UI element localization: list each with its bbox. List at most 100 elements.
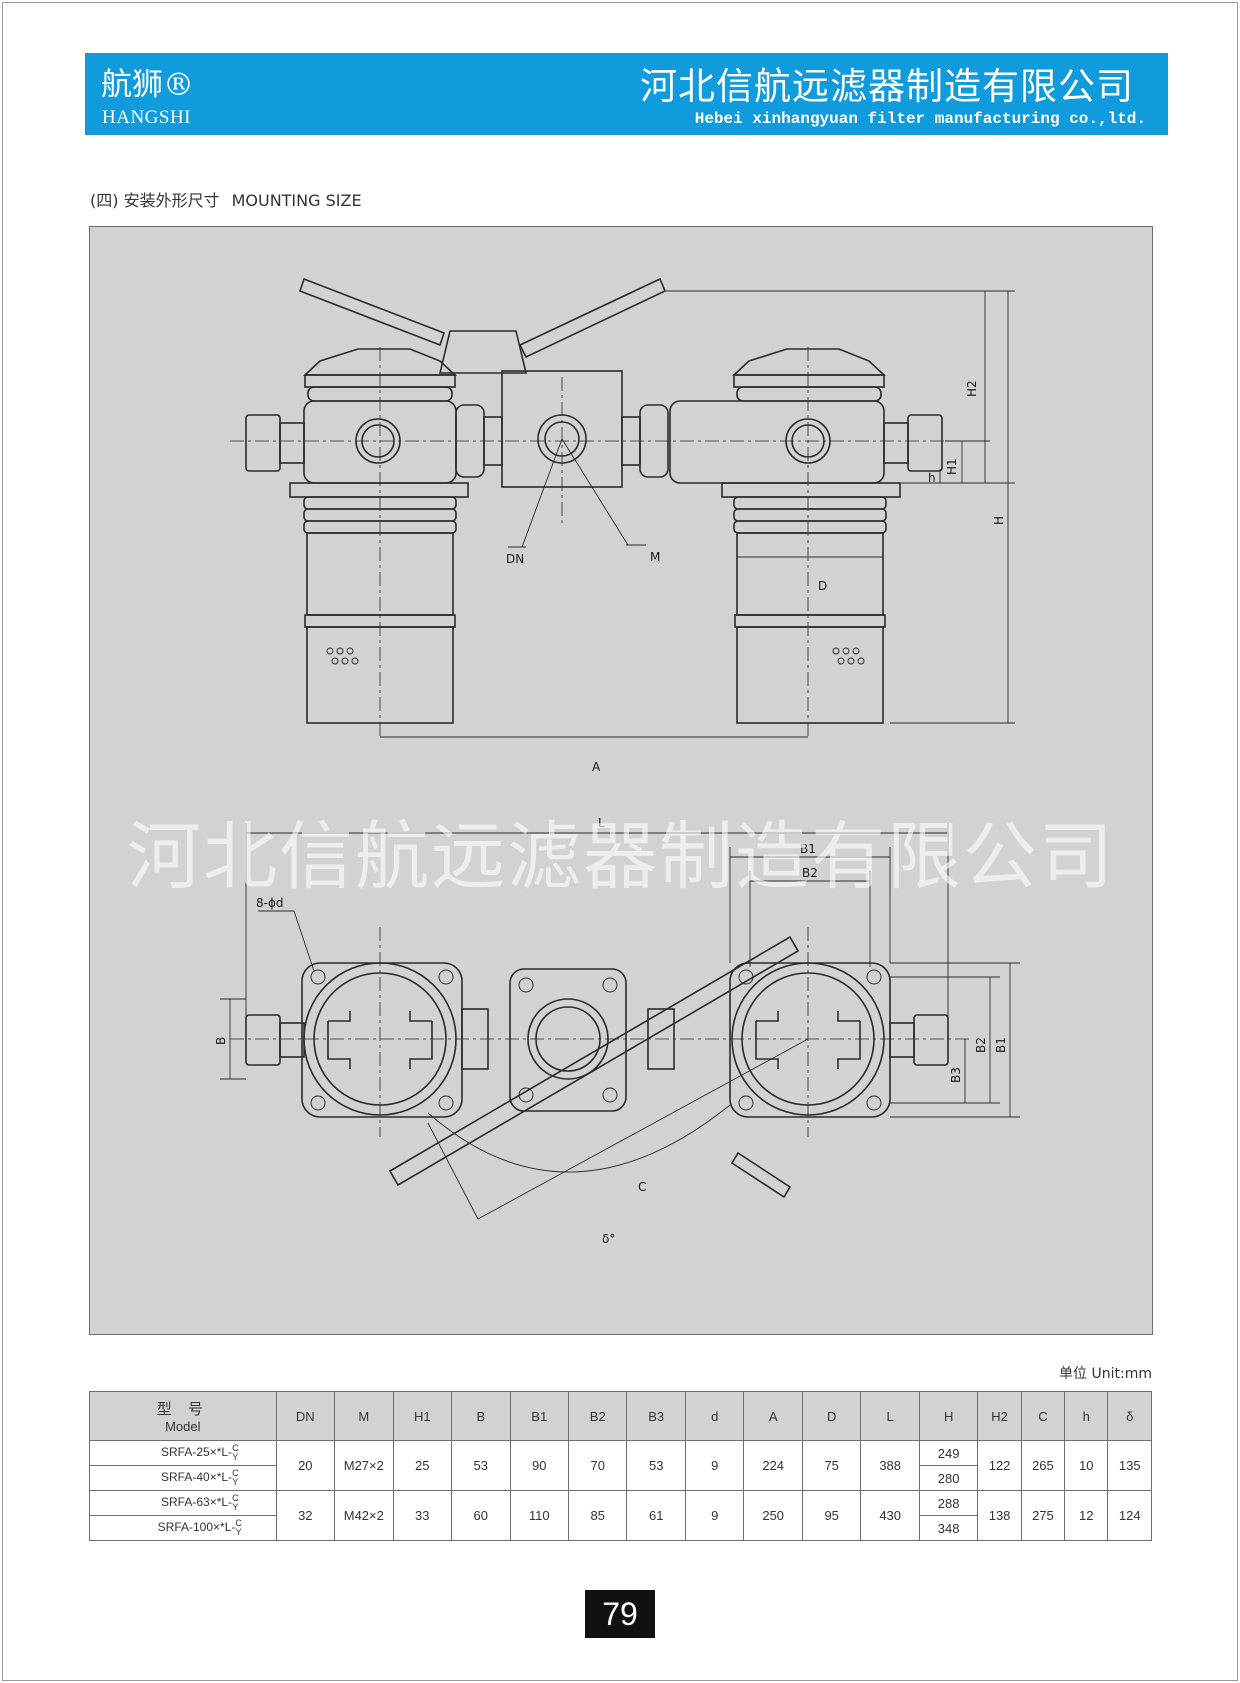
header-model-en: Model xyxy=(165,1419,201,1434)
right-top-mark-2 xyxy=(837,1011,861,1069)
header-col: M xyxy=(334,1391,394,1441)
cell-B: 60 xyxy=(451,1490,511,1541)
label-delta: δ° xyxy=(602,1232,615,1246)
header-col: H1 xyxy=(392,1391,453,1441)
left-top-outlet-nut xyxy=(245,1014,281,1066)
table-header-row: 型 号 Model DN M H1 B B1 B2 B3 d A D L H H… xyxy=(89,1391,1152,1441)
cell-L: 388 xyxy=(860,1440,920,1491)
cell-h: 12 xyxy=(1064,1490,1109,1541)
cell-DN: 32 xyxy=(275,1490,336,1541)
company-name-en: Hebei xinhangyuan filter manufacturing c… xyxy=(694,110,1146,128)
cell-D: 75 xyxy=(801,1440,862,1491)
label-A: A xyxy=(592,760,601,774)
cell-L: 430 xyxy=(860,1490,920,1541)
label-B2-top: B2 xyxy=(802,866,818,880)
right-bowl-ring-3 xyxy=(733,520,887,534)
cell-H1: 25 xyxy=(392,1440,453,1491)
drawing-svg: .ln { fill: none; stroke: #2a2a2a; strok… xyxy=(214,277,1020,1246)
right-outlet-nut xyxy=(907,414,943,472)
label-L: L xyxy=(598,816,605,830)
model-name: SRFA-25×*L- xyxy=(161,1445,233,1460)
cell-H: 249 xyxy=(918,1440,979,1466)
front-dimensions xyxy=(380,290,1015,738)
cell-B1: 110 xyxy=(509,1490,570,1541)
right-outlet-pipe xyxy=(883,422,909,464)
cell-A: 224 xyxy=(743,1440,803,1491)
brand-logo: 航狮® xyxy=(101,67,194,103)
front-view: H2 H H1 h DN M D A xyxy=(230,277,1015,774)
header-col: B xyxy=(451,1391,511,1441)
right-bowl-ring-2 xyxy=(733,508,887,522)
label-B3: B3 xyxy=(949,1067,963,1083)
right-cap-ring-2 xyxy=(736,386,882,402)
unit-label: 单位 Unit:mm xyxy=(1059,1366,1152,1382)
right-top-outlet-nut xyxy=(913,1014,949,1066)
handle-right xyxy=(518,277,667,359)
technical-drawing: .ln { fill: none; stroke: #2a2a2a; strok… xyxy=(89,226,1153,1335)
right-cap xyxy=(731,348,887,376)
cell-H: 288 xyxy=(918,1490,979,1516)
right-top-outlet-pipe xyxy=(889,1022,915,1058)
cell-M: M42×2 xyxy=(334,1490,394,1541)
label-DN: DN xyxy=(506,552,524,566)
left-top-mark-1 xyxy=(327,1011,351,1069)
valve-top-body xyxy=(509,968,627,1112)
right-cap-ring xyxy=(733,374,885,388)
top-handle-stub xyxy=(730,1151,792,1199)
right-bowl-lower xyxy=(736,626,884,724)
left-top-outlet-pipe xyxy=(279,1022,305,1058)
header-model-cn: 型 号 xyxy=(156,1401,209,1418)
left-outlet-nut xyxy=(245,414,281,472)
cell-H2: 122 xyxy=(977,1440,1022,1491)
cell-d: 9 xyxy=(684,1440,745,1491)
top-handle xyxy=(388,935,800,1187)
cell-DN: 20 xyxy=(275,1440,336,1491)
cell-B3: 53 xyxy=(626,1440,686,1491)
label-B: B xyxy=(214,1037,228,1045)
header-banner: 航狮® HANGSHI 河北信航远滤器制造有限公司 Hebei xinhangy… xyxy=(85,53,1168,135)
label-H: H xyxy=(992,516,1006,525)
cell-D: 95 xyxy=(801,1490,862,1541)
left-bowl-holes xyxy=(326,647,359,665)
cell-h: 10 xyxy=(1064,1440,1109,1491)
page-number: 79 xyxy=(585,1590,655,1638)
right-bowl-band xyxy=(734,614,886,628)
cell-C: 275 xyxy=(1020,1490,1066,1541)
cell-B2: 85 xyxy=(567,1490,628,1541)
brand-name-en: HANGSHI xyxy=(102,107,191,128)
label-M: M xyxy=(650,550,660,564)
header-col: h xyxy=(1064,1391,1109,1441)
cell-B1: 90 xyxy=(509,1440,570,1491)
header-col: H xyxy=(918,1391,979,1441)
cell-H1: 33 xyxy=(392,1490,453,1541)
right-bowl-ring-1 xyxy=(733,496,887,510)
cell-d: 9 xyxy=(684,1490,745,1541)
header-col: A xyxy=(743,1391,803,1441)
left-flange xyxy=(289,482,469,498)
cell-A: 250 xyxy=(743,1490,803,1541)
label-h: h xyxy=(928,471,936,485)
label-H1: H1 xyxy=(945,458,959,475)
valve-knob xyxy=(438,330,528,374)
label-B1-side: B1 xyxy=(994,1037,1008,1053)
header-col: H2 xyxy=(977,1391,1022,1441)
header-col: B1 xyxy=(509,1391,570,1441)
cell-H: 280 xyxy=(918,1465,979,1491)
cell-delta: 124 xyxy=(1107,1490,1152,1541)
header-col: D xyxy=(801,1391,862,1441)
cell-B2: 70 xyxy=(567,1440,628,1491)
right-bowl-holes xyxy=(832,647,865,665)
